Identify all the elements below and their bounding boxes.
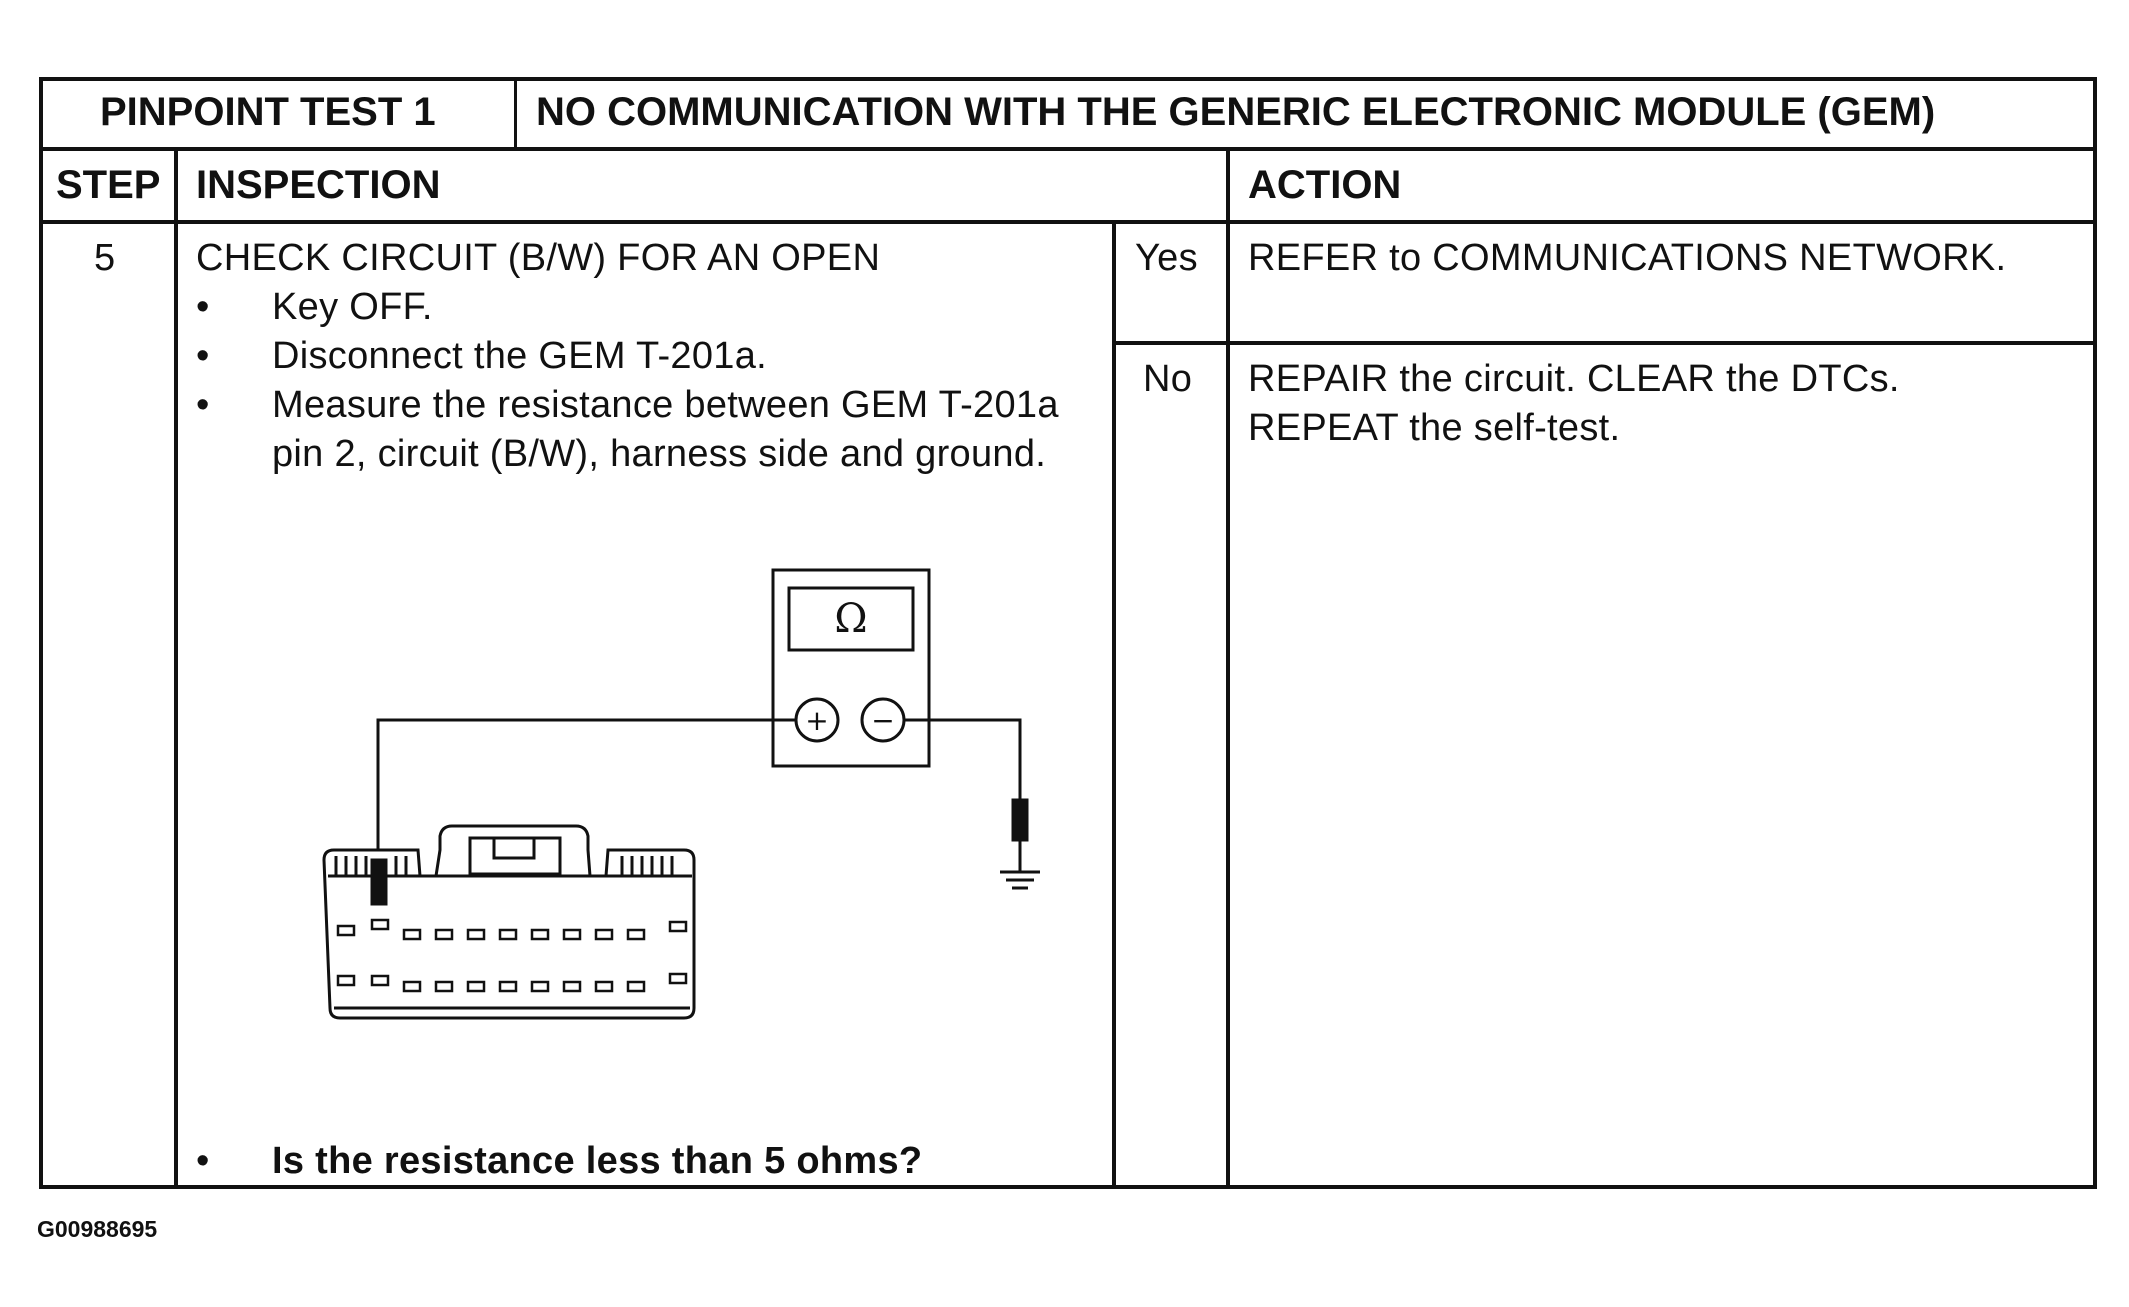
bullet-measure-line2: pin 2, circuit (B/W), harness side and g… xyxy=(272,433,1047,475)
inspection-question: Is the resistance less than 5 ohms? xyxy=(272,1140,923,1182)
header-vertical-divider xyxy=(514,77,517,149)
ohm-symbol: Ω xyxy=(834,596,867,642)
test-label: PINPOINT TEST 1 xyxy=(100,90,436,134)
no-action-line2: REPEAT the self-test. xyxy=(1248,407,1621,449)
column-header-divider xyxy=(39,220,2097,224)
connector-pins xyxy=(336,918,688,993)
inspection-column-divider xyxy=(1112,222,1116,1189)
column-header-inspection: INSPECTION xyxy=(196,163,441,207)
test-title: NO COMMUNICATION WITH THE GENERIC ELECTR… xyxy=(536,90,1936,134)
yes-action: REFER to COMMUNICATIONS NETWORK. xyxy=(1248,237,2007,279)
connector-ribs xyxy=(334,856,674,876)
ohmmeter-display xyxy=(787,586,915,652)
plus-sign: + xyxy=(805,704,828,737)
test-table xyxy=(39,77,2097,1189)
inspection-title: CHECK CIRCUIT (B/W) FOR AN OPEN xyxy=(196,237,881,279)
ground-probe xyxy=(1011,798,1029,842)
yes-label: Yes xyxy=(1135,237,1198,279)
no-label: No xyxy=(1143,358,1193,400)
step-column-divider xyxy=(174,149,178,1189)
column-header-action: ACTION xyxy=(1248,163,1402,207)
bullet-dot: • xyxy=(196,335,210,377)
column-header-step: STEP xyxy=(56,163,161,207)
pin2-probe xyxy=(370,858,388,906)
no-action-line1: REPAIR the circuit. CLEAR the DTCs. xyxy=(1248,358,1900,400)
figure-id: G00988695 xyxy=(37,1216,158,1242)
yes-no-divider xyxy=(1113,341,2097,345)
header-divider xyxy=(39,147,2097,151)
step-number: 5 xyxy=(94,237,116,279)
bullet-disconnect: Disconnect the GEM T-201a. xyxy=(272,335,768,377)
bullet-measure-line1: Measure the resistance between GEM T-201… xyxy=(272,384,1059,426)
positive-lead xyxy=(376,718,796,900)
bullet-key-off: Key OFF. xyxy=(272,286,433,328)
action-column-divider xyxy=(1226,149,1230,1189)
resistance-test-diagram: Ω + − xyxy=(322,568,1040,1020)
bullet-dot: • xyxy=(196,1140,210,1182)
bullet-dot: • xyxy=(196,286,210,328)
negative-lead xyxy=(904,718,1022,800)
minus-sign: − xyxy=(871,704,894,737)
bullet-dot: • xyxy=(196,384,210,426)
